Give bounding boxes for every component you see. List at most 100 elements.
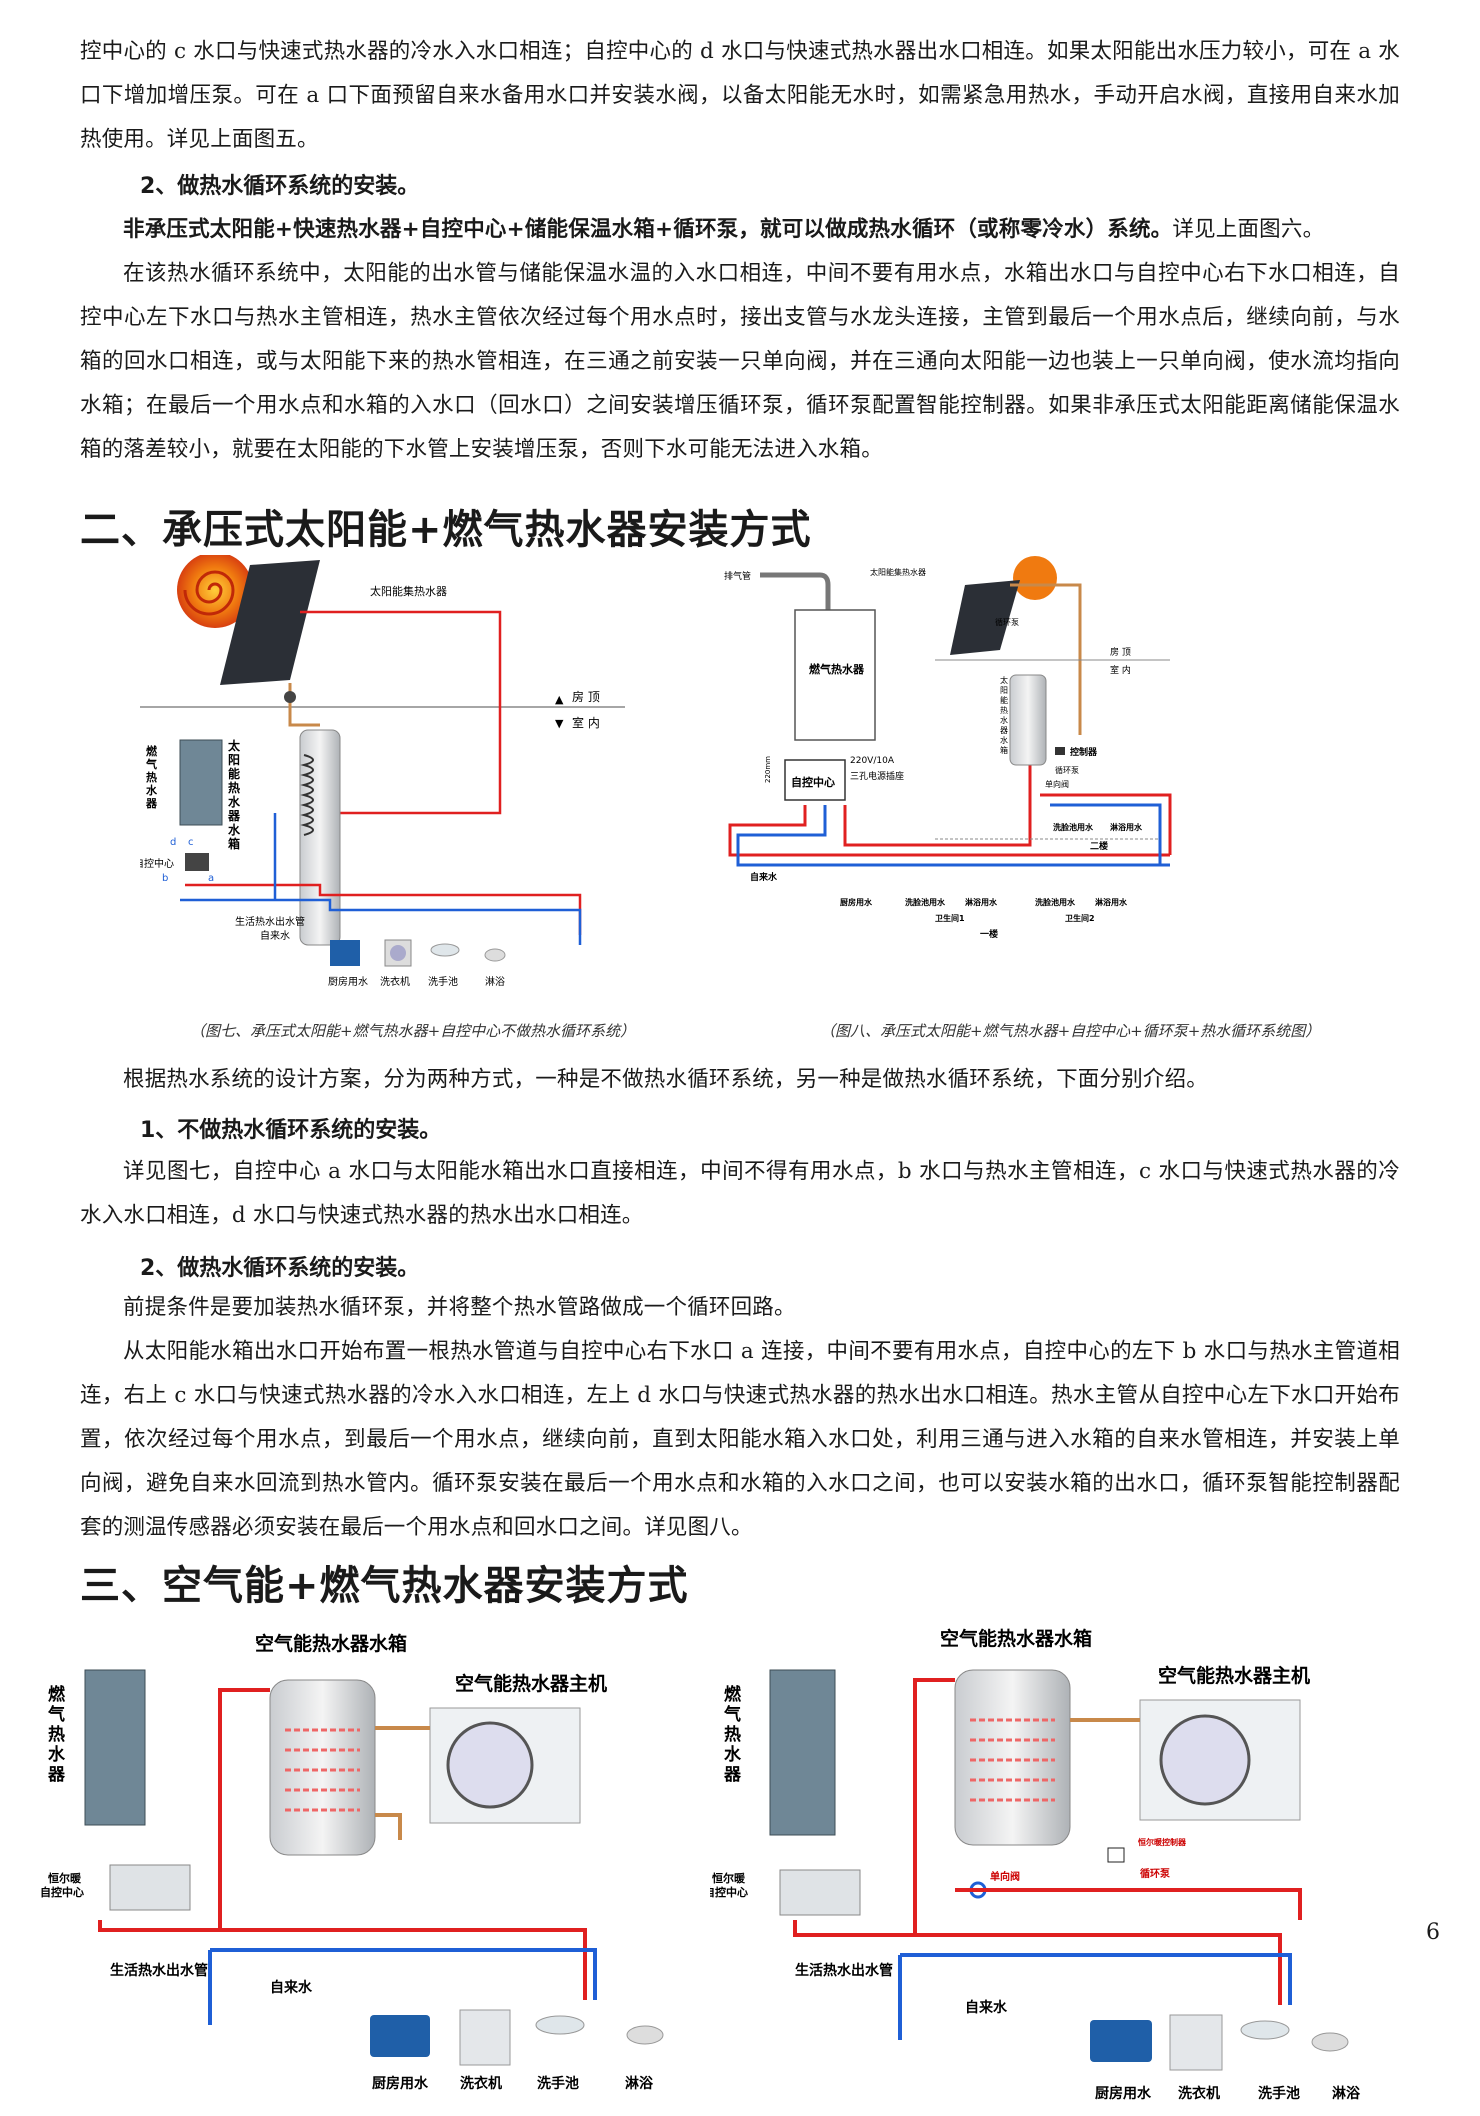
label-check-valve: 单向阀 [1045,779,1069,789]
label-bath-1: 卫生间1 [935,913,965,923]
summary-tail: 详见上面图六。 [1172,217,1325,242]
solar-panel-icon-8 [950,580,1020,655]
label-tap-water-10: 自来水 [965,1999,1008,2016]
label-tank-8: 太阳能热水器水箱 [1000,675,1008,755]
label-heater-vertical: 燃气热水器 [145,744,158,810]
paragraph-circulation-detail: 在该热水循环系统中，太阳能的出水管与储能保温水温的入水口相连，中间不要有用水点，… [80,261,1400,462]
caption-figure-8: （图八、承压式太阳能+燃气热水器+自控中心+循环泵+热水循环系统图） [820,1022,1321,1040]
label-tap-water: 自来水 [260,929,290,942]
controller-box [784,759,846,801]
label-controller-10: 自控中心 [710,1885,748,1899]
label-tank-title: 空气能热水器水箱 [255,1632,407,1655]
label-exhaust: 排气管 [724,570,751,582]
label-bath-2: 卫生间2 [1065,913,1095,923]
paragraph-precondition: 前提条件是要加装热水循环泵，并将整个热水管路做成一个循环回路。 [123,1295,796,1320]
caption-figure-7: （图七、承压式太阳能+燃气热水器+自控中心不做热水循环系统） [190,1022,636,1040]
subheading-b2: 2、做热水循环系统的安装。 [140,1256,420,1281]
label-heater: 燃气热水器 [808,662,865,676]
sun-icon-8 [1013,556,1057,600]
label-controller-8: 自控中心 [791,775,835,789]
paragraph-no-circulation: 详见图七，自控中心 a 水口与太阳能水箱出水口直接相连，中间不得有用水点，b 水… [80,1159,1400,1228]
kitchen-icon-10 [1090,2020,1152,2062]
subheading-a2: 2、做热水循环系统的安装。 [140,174,420,199]
label-height: 220mm [764,756,772,783]
label-kitchen-water: 厨房用水 [840,897,873,907]
label-pump-controller: 控制器 [1070,746,1098,758]
bold-summary: 非承压式太阳能+快速热水器+自控中心+储能保温水箱+循环泵，就可以做成热水循环（… [123,217,1173,242]
label-main-pipe-10: 生活热水出水管 [795,1962,893,1979]
port-b: b [162,873,168,884]
label-check-valve-10: 单向阀 [990,1870,1020,1883]
label-host-title-10: 空气能热水器主机 [1158,1664,1310,1687]
page-number: 6 [1426,1920,1440,1945]
label-brand-10: 恒尔暖 [712,1871,746,1885]
label-basin-2: 洗脸池用水 [1035,897,1076,907]
label-brand-9: 恒尔暖 [48,1871,82,1885]
label-main-pipe-9: 生活热水出水管 [110,1962,208,1979]
label-kitchen-9: 厨房用水 [372,2075,429,2092]
label-pump: 循环泵 [1055,765,1079,775]
label-heater-10: 燃气热水器 [723,1684,742,1785]
washer-icon-9 [459,2009,511,2066]
shower-icon [484,948,506,962]
paragraph-circulation-install: 从太阳能水箱出水口开始布置一根热水管道与自控中心右下水口 a 连接，中间不要有用… [80,1339,1400,1540]
section-heading-2: 二、承压式太阳能+燃气热水器安装方式 [80,507,812,553]
label-roof-8: 房 顶 [1110,646,1131,658]
controller-icon-10 [779,1869,861,1916]
label-indoor-8: 室 内 [1110,664,1131,676]
valve-icon [284,691,296,703]
label-controller: 自控中心 [140,857,174,870]
label-main-pipe: 生活热水出水管 [235,915,305,928]
label-kitchen: 厨房用水 [328,975,368,988]
label-basin-9: 洗手池 [537,2075,579,2092]
gas-heater-box [794,609,876,741]
label-shower-1: 淋浴用水 [965,897,998,907]
label-pump-top: 循环泵 [995,617,1019,627]
controller-icon-9 [109,1864,191,1911]
solar-tank-icon [299,729,341,946]
air-tank-icon-10 [954,1669,1071,1846]
label-shower: 淋浴 [485,975,505,988]
label-tank-title-10: 空气能热水器水箱 [940,1627,1092,1650]
label-pump-10: 循环泵 [1140,1867,1171,1880]
port-c: c [188,837,194,848]
figure-9-diagram: 空气能热水器水箱 空气能热水器主机 燃气热水器 恒尔暖 自控中心 生活热水出水管… [40,1632,664,2092]
port-a: a [208,873,214,884]
air-tank-icon-9 [269,1679,376,1856]
label-tap-water-8: 自来水 [750,871,778,883]
shower-icon-9 [626,2025,664,2045]
port-d: d [170,837,176,848]
label-kitchen-10: 厨房用水 [1095,2085,1152,2102]
label-socket: 三孔电源插座 [850,770,904,782]
solar-panel-icon [220,560,320,685]
roof-arrow: ▲ [555,693,564,706]
label-controller-9: 自控中心 [40,1885,84,1899]
figure-7-diagram: 太阳能集热水器 ▲ 房 顶 ▼ 室 内 太阳能热水器水箱 燃气热水器 自控中心 … [140,555,625,988]
indoor-arrow: ▼ [555,717,564,730]
label-shower-2: 淋浴用水 [1095,897,1128,907]
kitchen-icon-9 [370,2015,430,2057]
basin-icon [430,943,460,957]
gas-heater-icon-9 [84,1669,146,1826]
label-tank-vertical: 太阳能热水器水箱 [227,738,241,851]
label-shower-2f: 淋浴用水 [1110,822,1143,832]
label-host-title: 空气能热水器主机 [455,1672,607,1695]
label-collector: 太阳能集热水器 [370,584,447,598]
label-collector-8: 太阳能集热水器 [870,567,926,577]
gas-heater-icon [179,739,223,826]
subheading-b1: 1、不做热水循环系统的安装。 [140,1118,442,1143]
label-floor-2: 二楼 [1090,840,1108,852]
controller-icon [185,853,209,871]
gas-heater-icon-10 [769,1669,836,1836]
label-washer-9: 洗衣机 [460,2075,502,2092]
basin-icon-10 [1240,2020,1290,2040]
label-shower-9: 淋浴 [625,2075,654,2092]
paragraph-circulation-summary: 非承压式太阳能+快速热水器+自控中心+储能保温水箱+循环泵，就可以做成热水循环（… [80,208,1400,252]
label-basin-10: 洗手池 [1258,2085,1300,2102]
paragraph-intro: 控中心的 c 水口与快速式热水器的冷水入水口相连；自控中心的 d 水口与快速式热… [80,39,1400,152]
solar-tank-icon-8 [1009,674,1047,766]
label-pump-controller-10: 恒尔暖控制器 [1138,1837,1187,1847]
label-shower-10: 淋浴 [1332,2085,1361,2102]
kitchen-icon [330,940,360,966]
